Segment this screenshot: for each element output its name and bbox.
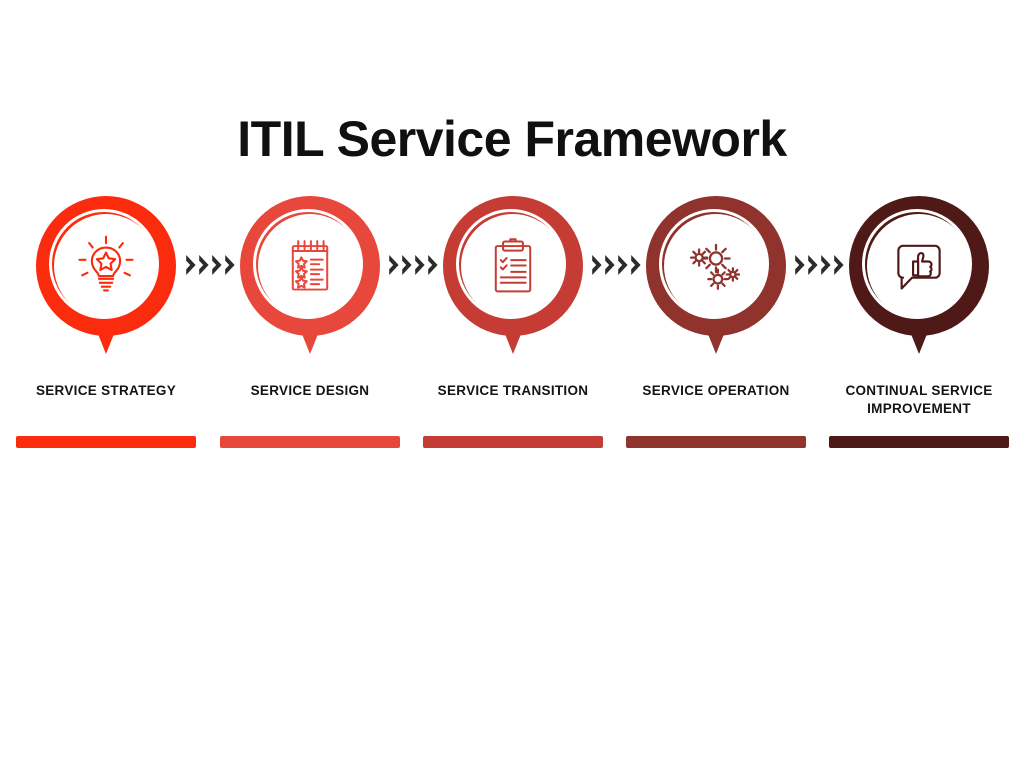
chevron-right-icon bbox=[224, 255, 235, 275]
chevron-right-icon bbox=[401, 255, 412, 275]
stage-underline-bar bbox=[829, 436, 1009, 448]
pin-ring bbox=[456, 209, 566, 319]
stage-underline-bar bbox=[220, 436, 400, 448]
pin-marker bbox=[849, 196, 989, 356]
stage-label: SERVICE DESIGN bbox=[250, 383, 370, 398]
stage-label: SERVICE TRANSITION bbox=[437, 383, 589, 398]
thumbs-up-speech-bubble-icon bbox=[885, 232, 953, 300]
page-title: ITIL Service Framework bbox=[237, 111, 787, 167]
stage-continual-service-improvement[interactable]: CONTINUAL SERVICE IMPROVEMENT bbox=[817, 196, 1021, 466]
chevron-right-icon bbox=[630, 255, 641, 275]
stage-underline-bar bbox=[626, 436, 806, 448]
connector-chevrons-1 bbox=[182, 250, 238, 280]
chevron-right-icon bbox=[820, 255, 831, 275]
chevron-right-icon bbox=[185, 255, 196, 275]
pin-ring bbox=[253, 209, 363, 319]
pin-ring bbox=[862, 209, 972, 319]
chevron-right-icon bbox=[604, 255, 615, 275]
stage-underline-bar bbox=[423, 436, 603, 448]
gears-icon bbox=[682, 232, 750, 300]
chevron-right-icon bbox=[198, 255, 209, 275]
pin-marker bbox=[443, 196, 583, 356]
notepad-star-list-icon bbox=[276, 232, 344, 300]
clipboard-checklist-icon bbox=[479, 232, 547, 300]
chevron-right-icon bbox=[807, 255, 818, 275]
chevron-right-icon bbox=[414, 255, 425, 275]
pin-marker bbox=[646, 196, 786, 356]
stage-service-strategy[interactable]: SERVICE STRATEGY bbox=[4, 196, 208, 466]
chevron-right-icon bbox=[388, 255, 399, 275]
chevron-right-icon bbox=[833, 255, 844, 275]
pin-ring bbox=[659, 209, 769, 319]
stage-label: SERVICE OPERATION bbox=[642, 383, 790, 398]
stage-service-transition[interactable]: SERVICE TRANSITION bbox=[411, 196, 615, 466]
connector-chevrons-2 bbox=[385, 250, 441, 280]
chevron-right-icon bbox=[617, 255, 628, 275]
chevron-right-icon bbox=[794, 255, 805, 275]
chevron-right-icon bbox=[427, 255, 438, 275]
stage-label: CONTINUAL SERVICE IMPROVEMENT bbox=[845, 383, 993, 416]
pin-marker bbox=[240, 196, 380, 356]
lightbulb-star-icon bbox=[72, 232, 140, 300]
stage-service-operation[interactable]: SERVICE OPERATION bbox=[614, 196, 818, 466]
connector-chevrons-3 bbox=[588, 250, 644, 280]
pin-ring bbox=[49, 209, 159, 319]
stage-service-design[interactable]: SERVICE DESIGN bbox=[208, 196, 412, 466]
connector-chevrons-4 bbox=[791, 250, 847, 280]
stage-row: SERVICE STRATEGY bbox=[0, 196, 1024, 466]
chevron-right-icon bbox=[591, 255, 602, 275]
stage-label: SERVICE STRATEGY bbox=[35, 383, 177, 398]
chevron-right-icon bbox=[211, 255, 222, 275]
pin-marker bbox=[36, 196, 176, 356]
stage-underline-bar bbox=[16, 436, 196, 448]
